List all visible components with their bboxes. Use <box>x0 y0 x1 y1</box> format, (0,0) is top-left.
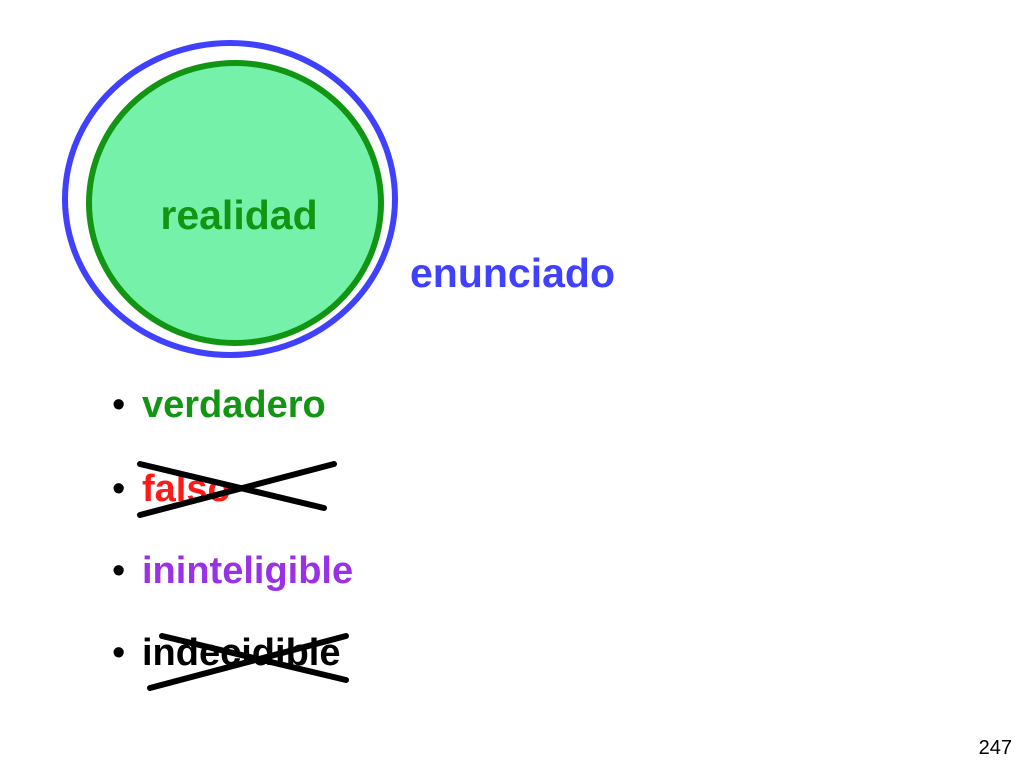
bullet-item-falso: • falso <box>112 464 231 514</box>
realidad-label: realidad <box>160 192 318 238</box>
realidad-circle <box>86 60 384 346</box>
page-number: 247 <box>978 737 1012 759</box>
bullet-item-indecidible: • indecidible <box>112 628 340 678</box>
bullet-text: falso <box>142 468 231 510</box>
bullet-item-verdadero: • verdadero <box>112 380 326 430</box>
bullet-marker: • <box>112 632 126 674</box>
bullet-text: indecidible <box>142 632 341 674</box>
enunciado-label: enunciado <box>410 250 616 296</box>
enunciado-circle <box>62 40 398 358</box>
bullet-marker: • <box>112 550 126 592</box>
bullet-text: verdadero <box>142 384 326 426</box>
bullet-text: ininteligible <box>142 550 354 592</box>
bullet-marker: • <box>112 384 126 426</box>
bullet-marker: • <box>112 468 126 510</box>
bullet-item-ininteligible: • ininteligible <box>112 546 353 596</box>
